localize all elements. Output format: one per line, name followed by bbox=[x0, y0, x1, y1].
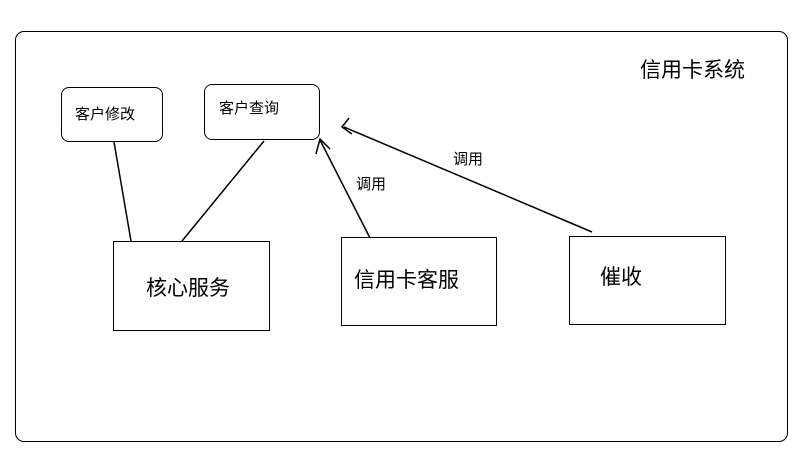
node-card-service-label: 信用卡客服 bbox=[354, 268, 459, 292]
node-customer-query: 客户查询 bbox=[204, 84, 320, 140]
arrowhead-collection bbox=[340, 117, 353, 135]
node-collection-label: 催收 bbox=[600, 265, 642, 289]
edge-collection-to-query bbox=[343, 126, 593, 233]
system-boundary bbox=[15, 31, 788, 442]
edge-label-collection-call: 调用 bbox=[453, 150, 484, 168]
node-core-service: 核心服务 bbox=[113, 241, 270, 331]
edge-core-to-modify bbox=[113, 141, 132, 242]
node-core-service-label: 核心服务 bbox=[146, 276, 230, 300]
node-customer-modify-label: 客户修改 bbox=[75, 105, 136, 123]
arrowhead-query bbox=[315, 137, 331, 155]
node-card-service: 信用卡客服 bbox=[341, 237, 497, 326]
node-collection: 催收 bbox=[569, 236, 726, 325]
node-customer-modify: 客户修改 bbox=[61, 87, 163, 142]
edge-label-card-service-call: 调用 bbox=[356, 175, 387, 193]
edge-card-service-to-query bbox=[319, 139, 371, 239]
node-customer-query-label: 客户查询 bbox=[219, 99, 280, 117]
edge-core-to-query bbox=[181, 140, 265, 242]
system-title: 信用卡系统 bbox=[640, 58, 745, 82]
